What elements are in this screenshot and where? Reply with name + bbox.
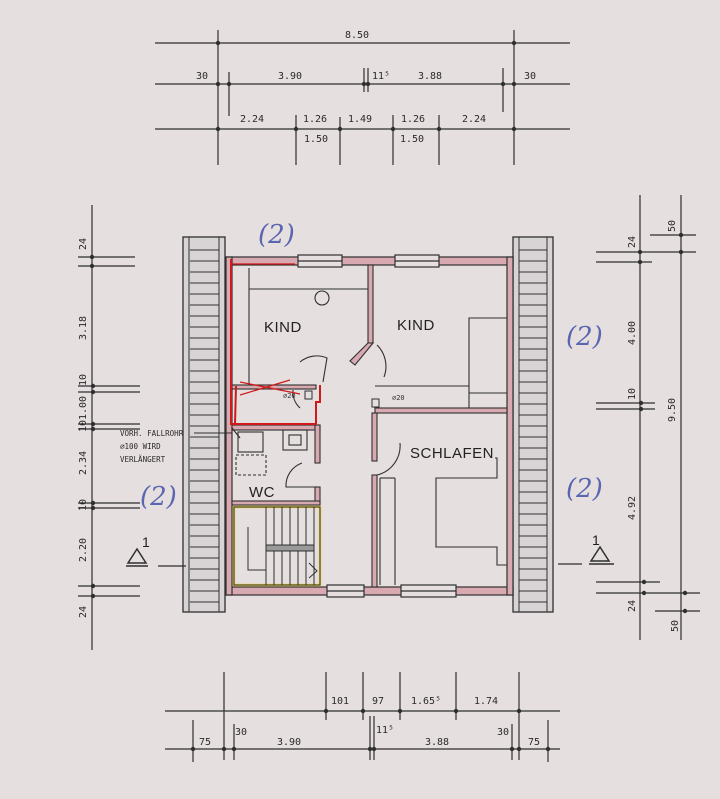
right-dimension-chains — [596, 195, 700, 640]
pipe-markers — [304, 390, 380, 408]
dim-top-r3-4: 2.24 — [462, 114, 486, 125]
dim-bottom-r1-3: 1.74 — [474, 696, 498, 707]
dim-right-inner-4: 24 — [627, 600, 638, 612]
door-swings — [285, 344, 401, 488]
pipe-label-left: ⌀20 — [283, 392, 296, 400]
dim-left-6: 10 — [78, 499, 89, 511]
dim-bottom-r2-5: 30 — [497, 727, 509, 738]
wc-fixtures — [235, 429, 308, 476]
pipe-label-right: ⌀20 — [392, 394, 405, 402]
svg-text:VORH. FALLROHR: VORH. FALLROHR — [120, 429, 184, 438]
left-dimension-ticks — [89, 254, 96, 599]
svg-text:1: 1 — [142, 534, 150, 550]
handwritten-mark-right-upper: (2) — [566, 322, 603, 352]
dim-left-0: 24 — [78, 238, 89, 250]
top-dimension-ticks — [215, 40, 517, 132]
dim-top-r2-2: 11⁵ — [372, 71, 390, 82]
dim-left-5: 2.34 — [78, 451, 89, 475]
staircase — [232, 505, 322, 587]
roof-rafters-right — [512, 236, 554, 613]
dim-top-r3b-0: 1.50 — [304, 134, 328, 145]
room-label-kind-right: KIND — [397, 317, 435, 334]
dim-left-7: 2.20 — [78, 538, 89, 562]
dim-top-r3b-1: 1.50 — [400, 134, 424, 145]
svg-text:⌀100 WIRD: ⌀100 WIRD — [120, 442, 161, 451]
dim-top-r2-0: 30 — [196, 71, 208, 82]
dim-left-1: 3.18 — [78, 316, 89, 340]
top-dimension-chains — [155, 30, 570, 165]
room-label-kind-left: KIND — [264, 319, 302, 336]
downpipe-note: VORH. FALLROHR ⌀100 WIRD VERLÄNGERT — [120, 427, 241, 464]
windows-bottom — [326, 584, 457, 598]
dim-left-4: 10 — [78, 420, 89, 432]
handwritten-mark-right-lower: (2) — [566, 474, 603, 504]
dim-bottom-r2-4: 3.88 — [425, 737, 449, 748]
dim-bottom-r2-0: 75 — [199, 737, 211, 748]
dim-right-inner-2: 10 — [627, 388, 638, 400]
section-marker-left: 1 — [126, 534, 186, 567]
svg-text:VERLÄNGERT: VERLÄNGERT — [120, 455, 166, 464]
dim-bottom-r1-2: 1.65⁵ — [411, 696, 441, 707]
dim-right-outer-0: 50 — [667, 220, 678, 232]
dim-top-r3-2: 1.49 — [348, 114, 372, 125]
dim-top-r2-1: 3.90 — [278, 71, 302, 82]
interior-walls — [231, 264, 508, 588]
dim-right-inner-3: 4.92 — [627, 496, 638, 520]
dim-bottom-r2-2: 3.90 — [277, 737, 301, 748]
section-marker-right: 1 — [558, 532, 614, 565]
dim-right-inner-0: 24 — [627, 236, 638, 248]
dim-top-r2-4: 30 — [524, 71, 536, 82]
kind-right-furniture — [375, 317, 507, 408]
dim-right-inner-1: 4.00 — [627, 321, 638, 345]
schlafen-furniture — [379, 457, 507, 585]
room-label-wc: WC — [249, 484, 275, 501]
handwritten-mark-top: (2) — [258, 220, 295, 250]
dim-left-2: 10 — [78, 374, 89, 386]
dim-bottom-r2-3: 11⁵ — [376, 725, 394, 736]
dim-bottom-r1-1: 97 — [372, 696, 384, 707]
red-markup — [230, 259, 321, 425]
left-dimension-labels: 24 3.18 10 1.00 10 2.34 10 2.20 24 — [78, 238, 89, 618]
right-dimension-ticks — [637, 232, 688, 614]
dim-bottom-r1-0: 101 — [331, 696, 349, 707]
room-label-schlafen: SCHLAFEN — [410, 445, 494, 462]
dim-left-3: 1.00 — [78, 396, 89, 420]
dim-right-outer-2: 50 — [670, 620, 681, 632]
handwritten-mark-left: (2) — [140, 482, 177, 512]
dim-top-r3-0: 2.24 — [240, 114, 264, 125]
dim-top-r3-1: 1.26 — [303, 114, 327, 125]
roof-rafters-left — [182, 236, 226, 613]
dim-right-outer-1: 9.50 — [667, 398, 678, 422]
dim-bottom-r2-1: 30 — [235, 727, 247, 738]
dim-top-r3-3: 1.26 — [401, 114, 425, 125]
windows-top — [297, 254, 440, 268]
bottom-dimension-ticks — [190, 708, 551, 752]
svg-text:1: 1 — [592, 532, 600, 548]
right-dimension-labels: 24 4.00 10 4.92 24 50 9.50 50 — [627, 220, 681, 632]
dim-left-8: 24 — [78, 606, 89, 618]
dim-overall-width: 8.50 — [345, 30, 369, 41]
kind-left-furniture — [248, 268, 368, 385]
dim-bottom-r2-6: 75 — [528, 737, 540, 748]
dim-top-r2-3: 3.88 — [418, 71, 442, 82]
